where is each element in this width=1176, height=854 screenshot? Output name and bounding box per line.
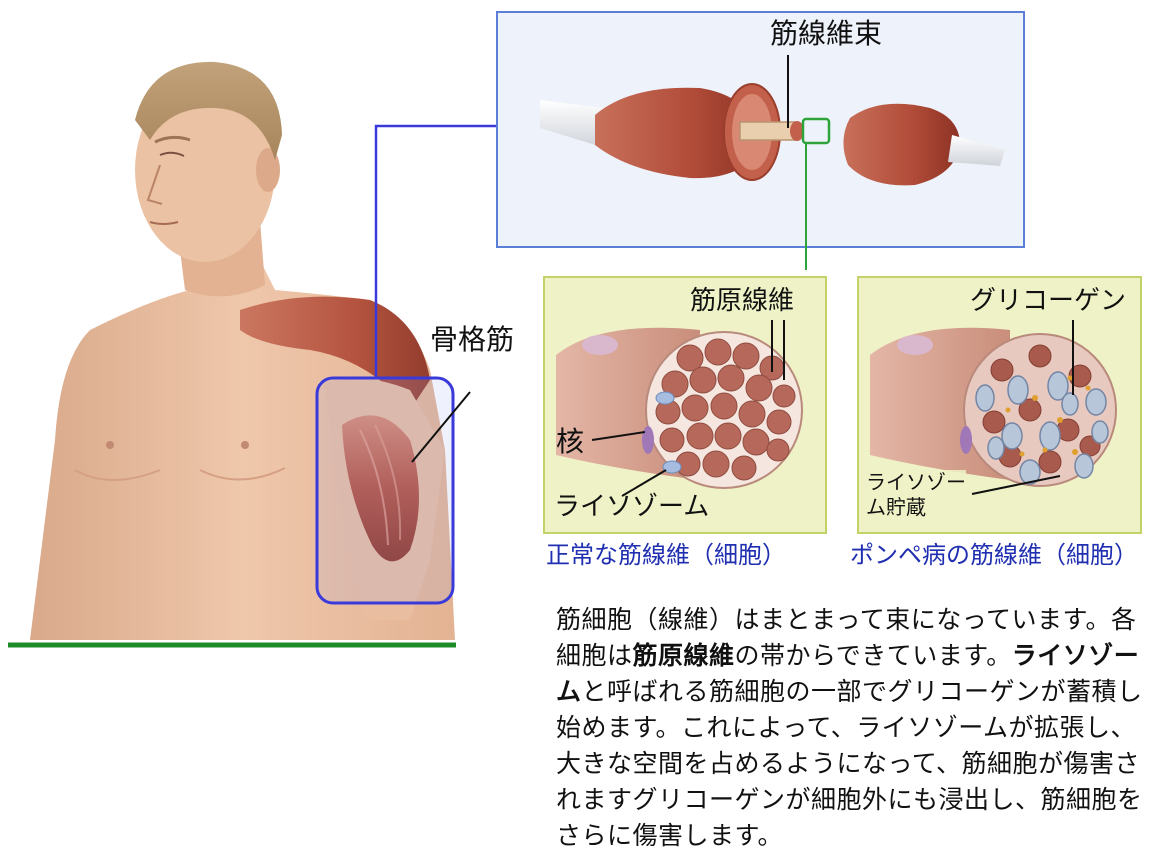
description-bold-myofibril: 筋原線維 — [633, 641, 735, 670]
muscle-bundle-label: 筋線維束 — [770, 20, 882, 48]
lysosome-dot — [656, 392, 674, 404]
lysosome-label: ライソゾーム — [554, 494, 709, 520]
nucleus-bump — [897, 335, 933, 355]
myofibril-label: 筋原線維 — [690, 288, 794, 314]
nucleus-shape — [960, 426, 972, 454]
nucleus-shape — [642, 426, 654, 454]
nipple — [241, 441, 249, 449]
arm-highlight-box — [317, 378, 453, 603]
nipple — [106, 441, 114, 449]
nucleus-label: 核 — [556, 428, 584, 456]
glycogen-label: グリコーゲン — [970, 288, 1126, 314]
description-text: 筋細胞（線維）はまとまって束になっています。各細胞は筋原線維の帯からできています… — [556, 602, 1156, 854]
description-part: の帯からできています。 — [735, 641, 1012, 670]
pulled-fascicle — [740, 122, 795, 140]
normal-fiber-caption: 正常な筋線維（細胞） — [546, 543, 786, 567]
pompe-fiber-caption: ポンペ病の筋線維（細胞） — [850, 543, 1138, 567]
nucleus-bump — [582, 335, 618, 355]
skeletal-muscle-label: 骨格筋 — [430, 326, 514, 354]
description-part: と呼ばれる筋細胞の一部でグリコーゲンが蓄積し始めます。これによって、ライソゾーム… — [556, 677, 1143, 850]
lysosome-storage-label: ライソゾー ム貯蔵 — [866, 470, 966, 520]
human-figure — [30, 62, 455, 640]
